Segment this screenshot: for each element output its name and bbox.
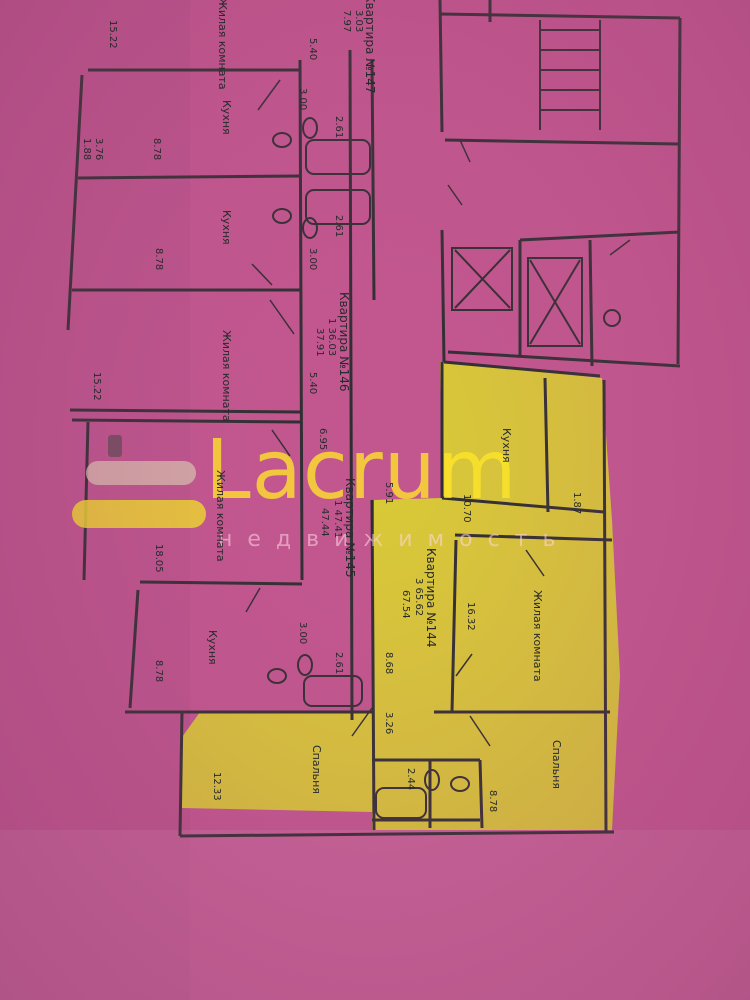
dim-1070: 10.70 xyxy=(461,494,472,523)
dim-300-b: 3.00 xyxy=(307,248,318,271)
dim-868: 8.68 xyxy=(383,652,394,675)
dim-261-c: 2.61 xyxy=(333,652,344,675)
room-bedroom-144: Спальня xyxy=(550,740,563,789)
apt146-area-b: 37.91 xyxy=(314,328,325,357)
room-living-146: Жилая комната xyxy=(220,330,233,422)
room-kitchen-144: Кухня xyxy=(500,428,513,463)
dim-878-a: 8.78 xyxy=(151,138,162,161)
watermark-subtitle: недвижимость xyxy=(218,527,571,552)
dim-1632: 16.32 xyxy=(465,602,476,631)
apt144-label: Квартира №144 xyxy=(424,548,438,648)
apt144-area-b: 67.54 xyxy=(400,590,411,619)
apt147-area-a: 3.03 xyxy=(353,10,364,33)
dim-540-top: 5.40 xyxy=(307,38,318,61)
room-living-145: Жилая комната xyxy=(214,470,227,562)
room-kitchen-1: Кухня xyxy=(220,100,233,135)
dim-878-b: 8.78 xyxy=(153,248,164,271)
dim-261-b: 2.61 xyxy=(333,215,344,238)
dim-261-a: 2.61 xyxy=(333,116,344,139)
apt146-label: Квартира №146 xyxy=(337,292,351,392)
room-kitchen-2: Кухня xyxy=(220,210,233,245)
dim-878-d: 8.78 xyxy=(487,790,498,813)
dim-300-a: 3.00 xyxy=(297,88,308,111)
dim-1522-top: 15.22 xyxy=(107,20,118,49)
dim-1805: 18.05 xyxy=(153,544,164,573)
dim-300-c: 3.00 xyxy=(297,622,308,645)
dim-187: 1.87 xyxy=(571,492,582,515)
dim-1522-mid: 15.22 xyxy=(91,372,102,401)
dim-326: 3.26 xyxy=(383,712,394,735)
dim-878-c: 8.78 xyxy=(153,660,164,683)
dim-540-mid: 5.40 xyxy=(307,372,318,395)
dim-1233: 12.33 xyxy=(211,772,222,801)
dim-244: 2.44 xyxy=(405,768,416,791)
dim-188: 1.88 xyxy=(81,138,92,161)
dim-591: 5.91 xyxy=(383,482,394,505)
apt145-area-a: 1 47.41 xyxy=(332,500,343,539)
watermark-word: Lacrum xyxy=(205,423,518,518)
dim-376: 3.76 xyxy=(93,138,104,161)
room-kitchen-145: Кухня xyxy=(206,630,219,665)
apt146-area-a: 1 36.03 xyxy=(326,318,337,357)
apt147-label: Квартира №147 xyxy=(363,0,377,94)
room-bedroom-145: Спальня xyxy=(310,745,323,794)
room-living-144: Жилая комната xyxy=(531,590,544,682)
dim-695: 6.95 xyxy=(317,428,328,451)
apt144-area-a: 3 65.62 xyxy=(413,578,424,617)
apt145-area-b: 47.44 xyxy=(319,508,330,537)
apt147-area-b: 7.97 xyxy=(341,10,352,33)
apt145-label: Квартира №145 xyxy=(343,478,357,578)
room-living-top: Жилая комната xyxy=(216,0,229,90)
